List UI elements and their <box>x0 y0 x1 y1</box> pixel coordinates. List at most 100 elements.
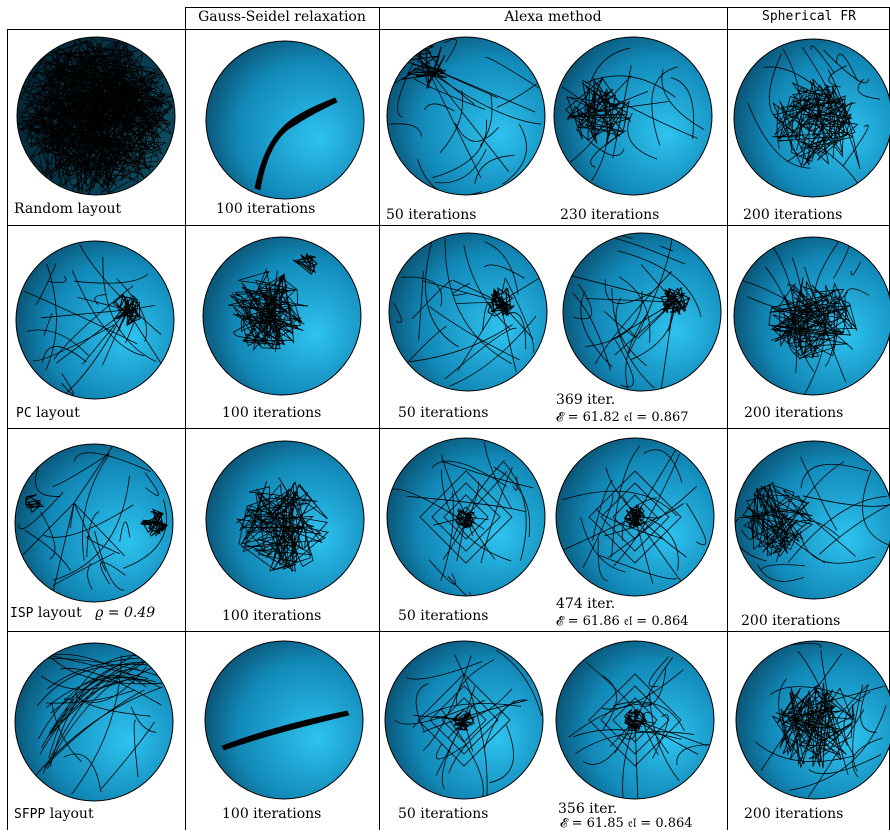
row1-fr-caption: 200 iterations <box>743 207 843 223</box>
row4-layout-label: SFPP layout <box>14 806 94 823</box>
sphere-outline <box>386 437 546 597</box>
row3-layout-mono: ISP <box>10 606 34 621</box>
sphere-outline <box>14 642 174 802</box>
sphere-pc-layout <box>15 240 175 400</box>
mesh-edges <box>228 252 318 352</box>
sphere-outline <box>205 40 365 200</box>
row3-alexa1-caption: 50 iterations <box>398 608 489 624</box>
sphere-random-gauss-seidel <box>205 40 365 200</box>
col-line-fr <box>727 7 728 830</box>
sphere-pc-alexa-369 <box>562 232 722 392</box>
mesh-edges <box>747 45 881 184</box>
row3-layout-rho: ϱ = 0.49 <box>95 605 156 621</box>
sphere-outline <box>555 640 715 800</box>
row4-gs-caption: 100 iterations <box>222 806 322 822</box>
mesh-edges <box>18 444 169 593</box>
sphere-outline <box>553 36 713 196</box>
sphere-outline <box>733 236 890 396</box>
sphere-random-spherical-fr <box>733 38 890 198</box>
col-line-left <box>7 29 8 830</box>
sphere-isp-alexa-474 <box>555 437 715 597</box>
mesh-edges <box>221 710 350 751</box>
header-top-line <box>185 7 890 8</box>
sphere-outline <box>555 437 715 597</box>
sphere-sfpp-alexa-50 <box>384 640 544 800</box>
sphere-isp-alexa-50 <box>386 437 546 597</box>
mesh-edges <box>17 37 175 195</box>
sphere-sfpp-gauss-seidel <box>204 640 364 800</box>
mesh-edges <box>393 238 543 387</box>
sphere-pc-spherical-fr <box>733 236 890 396</box>
row2-fr-caption: 200 iterations <box>744 405 844 421</box>
mesh-edges <box>394 649 543 797</box>
row4-layout-mono: SFPP <box>14 807 46 822</box>
sphere-outline <box>562 232 722 392</box>
row4-alexa2-stats: 𝓔 = 61.85 𝔢𝔩 = 0.864 <box>560 816 693 831</box>
sphere-outline <box>734 440 890 600</box>
sphere-random-layout <box>16 36 176 196</box>
sphere-body <box>15 444 173 602</box>
sphere-random-alexa-230 <box>553 36 713 196</box>
row2-alexa1-caption: 50 iterations <box>398 405 489 421</box>
sphere-random-alexa-50 <box>386 36 546 196</box>
mesh-edges <box>34 652 164 795</box>
sphere-isp-layout <box>14 443 174 603</box>
sphere-outline <box>204 640 364 800</box>
sphere-body <box>16 241 174 399</box>
sphere-outline <box>384 640 544 800</box>
sphere-body <box>205 641 363 799</box>
sphere-body <box>387 37 545 195</box>
mesh-edges <box>568 656 711 799</box>
sphere-sfpp-spherical-fr <box>735 640 890 800</box>
row4-alexa1-caption: 50 iterations <box>398 806 489 822</box>
sphere-outline <box>205 440 365 600</box>
sphere-pc-alexa-50 <box>388 232 548 392</box>
row3-layout-suffix: layout <box>33 605 82 621</box>
row2-alexa2-stats: 𝓔 = 61.82 𝔢𝔩 = 0.867 <box>556 410 689 425</box>
row2-gs-caption: 100 iterations <box>222 405 322 421</box>
row1-layout-label: Random layout <box>14 201 122 217</box>
sphere-sfpp-alexa-356 <box>555 640 715 800</box>
row3-alexa2-stats: 𝓔 = 61.86 𝔢𝔩 = 0.864 <box>556 614 689 629</box>
row2-layout-suffix: layout <box>31 405 80 421</box>
col-line-gs <box>185 7 186 830</box>
mesh-edges <box>23 244 162 395</box>
col-line-alexa <box>379 7 380 830</box>
mesh-edges <box>392 441 534 596</box>
row4-alexa2-caption: 356 iter. <box>558 801 618 817</box>
header-spherical-fr: Spherical FR <box>762 9 856 24</box>
mesh-edges <box>561 47 705 182</box>
mesh-edges <box>254 97 338 191</box>
sphere-sfpp-layout <box>14 642 174 802</box>
row2-layout-mono: PC <box>16 406 32 421</box>
sphere-isp-spherical-fr <box>734 440 890 600</box>
sphere-outline <box>735 640 890 800</box>
sphere-outline <box>386 36 546 196</box>
header-gauss-seidel: Gauss-Seidel relaxation <box>198 9 366 25</box>
row2-alexa2-caption: 369 iter. <box>556 392 616 408</box>
row-divider-1 <box>7 225 890 226</box>
row-divider-3 <box>7 631 890 632</box>
mesh-edges <box>569 233 702 391</box>
sphere-body <box>389 233 547 391</box>
sphere-isp-gauss-seidel <box>205 440 365 600</box>
row3-alexa2-caption: 474 iter. <box>556 596 616 612</box>
sphere-outline <box>16 36 176 196</box>
sphere-outline <box>202 236 362 396</box>
header-alexa: Alexa method <box>504 9 602 25</box>
mesh-edges <box>741 237 870 394</box>
row1-alexa1-caption: 50 iterations <box>386 207 477 223</box>
row2-layout-label: PC layout <box>16 405 80 422</box>
row4-fr-caption: 200 iterations <box>744 806 844 822</box>
mesh-edges <box>755 643 887 798</box>
sphere-outline <box>733 38 890 198</box>
sphere-outline <box>388 232 548 392</box>
row-divider-2 <box>7 428 890 429</box>
row3-gs-caption: 100 iterations <box>222 608 322 624</box>
row4-layout-suffix: layout <box>45 806 94 822</box>
mesh-edges <box>562 445 707 584</box>
row3-fr-caption: 200 iterations <box>741 613 841 629</box>
row1-gs-caption: 100 iterations <box>216 201 316 217</box>
sphere-body <box>206 41 364 199</box>
